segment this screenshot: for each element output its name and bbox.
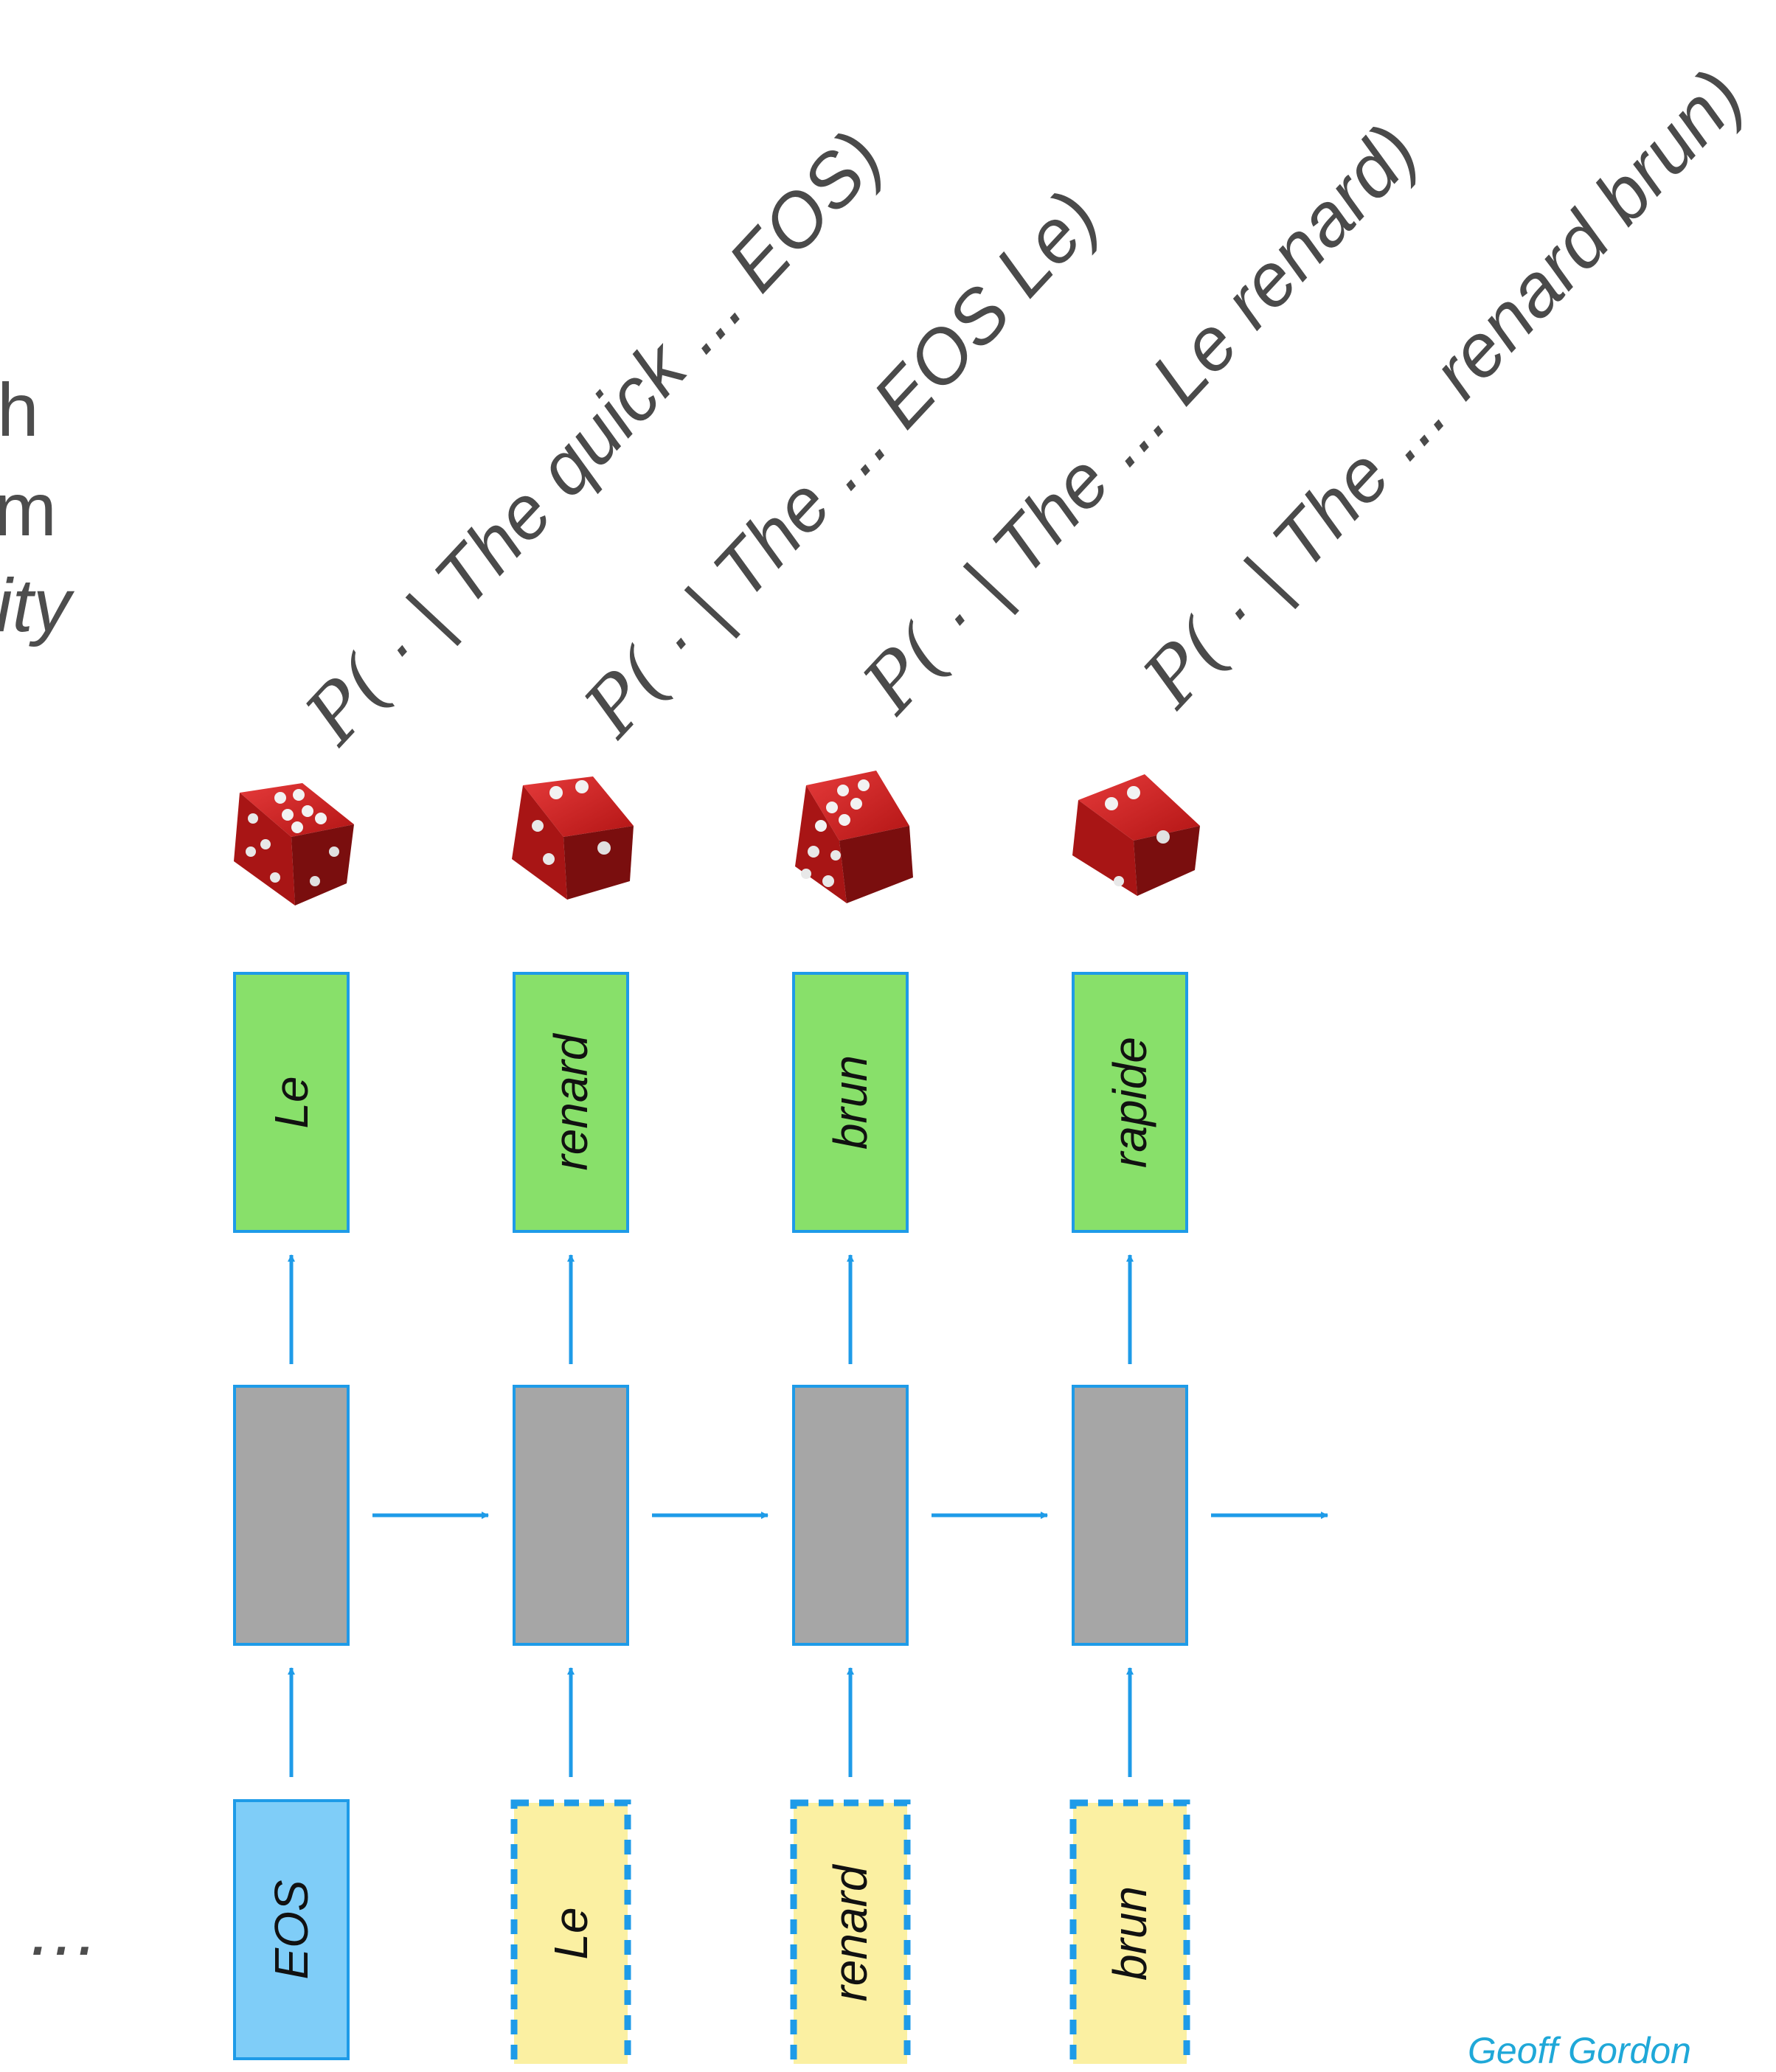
die-icon bbox=[234, 783, 354, 905]
hidden-state-box-4 bbox=[1072, 1385, 1188, 1646]
output-word-4: rapide bbox=[1103, 1037, 1156, 1168]
input-word-2: Le bbox=[544, 1907, 597, 1959]
hidden-state-box-2 bbox=[513, 1385, 629, 1646]
input-word-3: renard bbox=[824, 1863, 877, 2001]
die-icon bbox=[1072, 774, 1200, 896]
input-box-fed-2: renard bbox=[790, 1799, 911, 2064]
die-icon bbox=[795, 771, 913, 903]
left-text-fragment-2: m bbox=[0, 467, 57, 552]
output-box-4: rapide bbox=[1072, 972, 1188, 1233]
output-word-1: Le bbox=[265, 1076, 318, 1128]
die-icon bbox=[512, 776, 634, 900]
hidden-state-box-1 bbox=[233, 1385, 350, 1646]
output-word-2: renard bbox=[544, 1032, 597, 1170]
hidden-state-box-3 bbox=[792, 1385, 909, 1646]
input-box-fed-3: brun bbox=[1069, 1799, 1190, 2064]
left-text-fragment-3: ity bbox=[0, 563, 71, 647]
input-word-1: EOS bbox=[265, 1880, 318, 1979]
output-box-3: brun bbox=[792, 972, 909, 1233]
ellipsis: … bbox=[27, 1888, 100, 1971]
author-credit: Geoff Gordon bbox=[1468, 2030, 1691, 2071]
output-box-1: Le bbox=[233, 972, 350, 1233]
output-word-3: brun bbox=[824, 1055, 877, 1150]
left-text-fragment-1: h bbox=[0, 368, 39, 452]
input-word-4: brun bbox=[1103, 1886, 1156, 1981]
input-box-eos: EOS bbox=[233, 1799, 350, 2060]
input-box-fed-1: Le bbox=[510, 1799, 631, 2064]
output-box-2: renard bbox=[513, 972, 629, 1233]
